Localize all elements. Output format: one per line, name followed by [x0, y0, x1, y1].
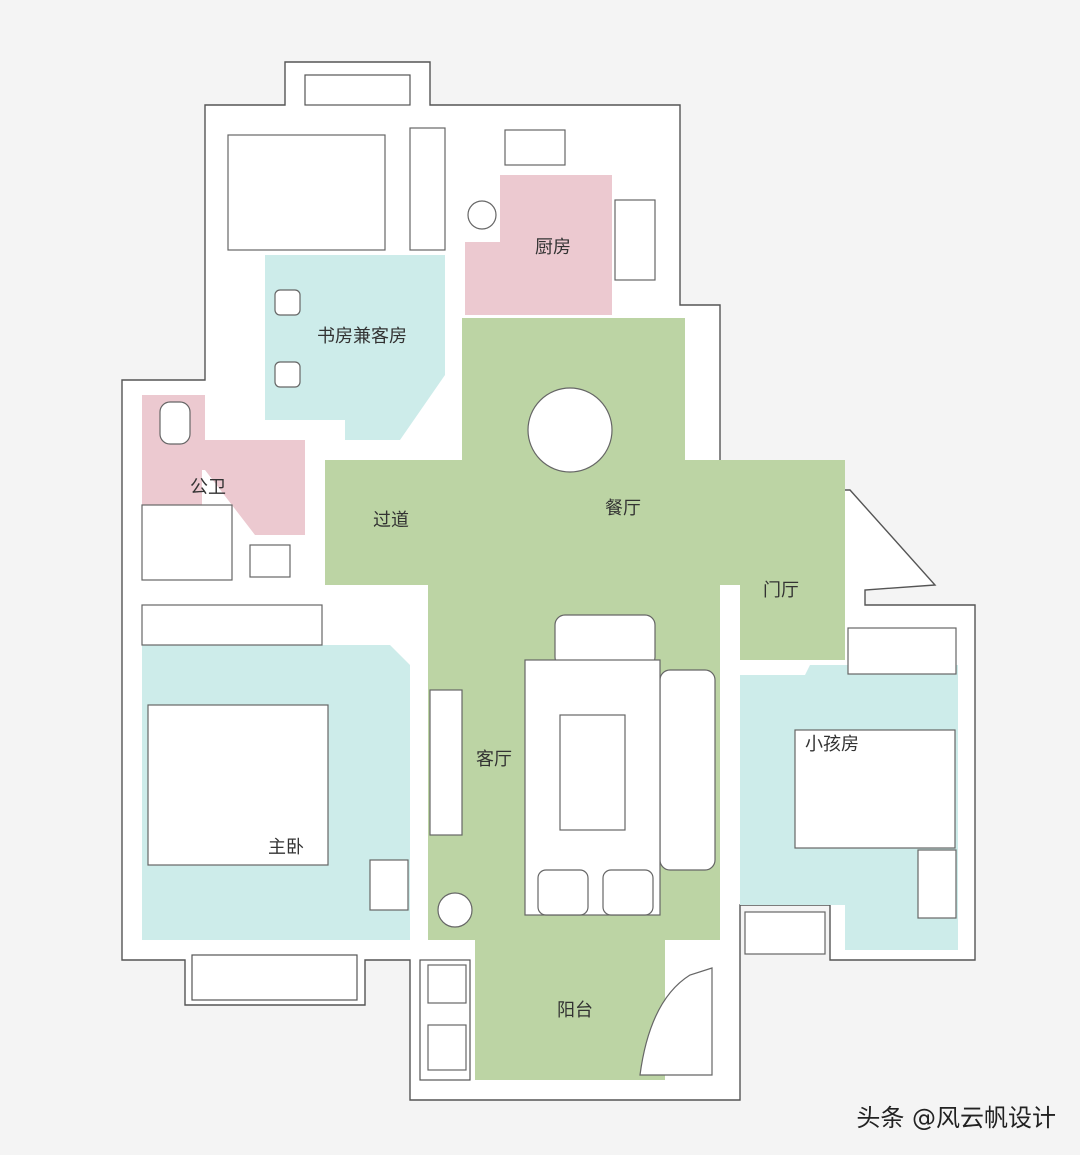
furniture: [141, 127, 957, 1076]
guest-bed: [227, 134, 386, 251]
label-balcony: 阳台: [557, 1000, 593, 1021]
armchair: [602, 869, 654, 916]
desk: [369, 859, 409, 911]
study-chair: [274, 289, 301, 316]
master-bed: [147, 704, 329, 866]
laundry-sink: [427, 1024, 467, 1071]
label-kitchen: 厨房: [535, 237, 571, 258]
dining-table: [527, 387, 613, 473]
coffee-table: [559, 714, 626, 831]
sofa: [554, 614, 656, 668]
shower: [141, 504, 233, 581]
label-kids-room: 小孩房: [805, 734, 859, 755]
kids-desk: [917, 849, 957, 919]
ac-unit: [744, 911, 826, 955]
sofa-side: [659, 669, 716, 871]
watermark: 头条 @风云帆设计: [856, 1104, 1056, 1132]
study-chair: [274, 361, 301, 388]
label-study-guest: 书房兼客房: [317, 326, 407, 347]
toilet: [159, 401, 191, 445]
label-master-bedroom: 主卧: [268, 837, 304, 858]
round-stool: [467, 200, 497, 230]
kitchen-sink: [504, 129, 566, 166]
plant-pot: [437, 892, 473, 928]
kids-bed: [794, 729, 956, 849]
wardrobe: [409, 127, 446, 251]
label-foyer: 门厅: [763, 580, 799, 601]
label-dining: 餐厅: [605, 498, 641, 519]
stove: [614, 199, 656, 281]
master-wardrobe: [141, 604, 323, 646]
tv-cabinet: [429, 689, 463, 836]
kids-wardrobe: [847, 627, 957, 675]
label-living-room: 客厅: [476, 749, 512, 770]
washing-machine: [427, 964, 467, 1004]
balcony-planter: [639, 967, 713, 1076]
label-public-bathroom: 公卫: [190, 477, 226, 498]
washbasin: [249, 544, 291, 578]
room-labels: 书房兼客房 厨房 公卫 过道 餐厅 门厅 主卧 客厅 小孩房 阳台: [190, 237, 859, 1021]
armchair: [537, 869, 589, 916]
label-corridor: 过道: [373, 510, 409, 531]
